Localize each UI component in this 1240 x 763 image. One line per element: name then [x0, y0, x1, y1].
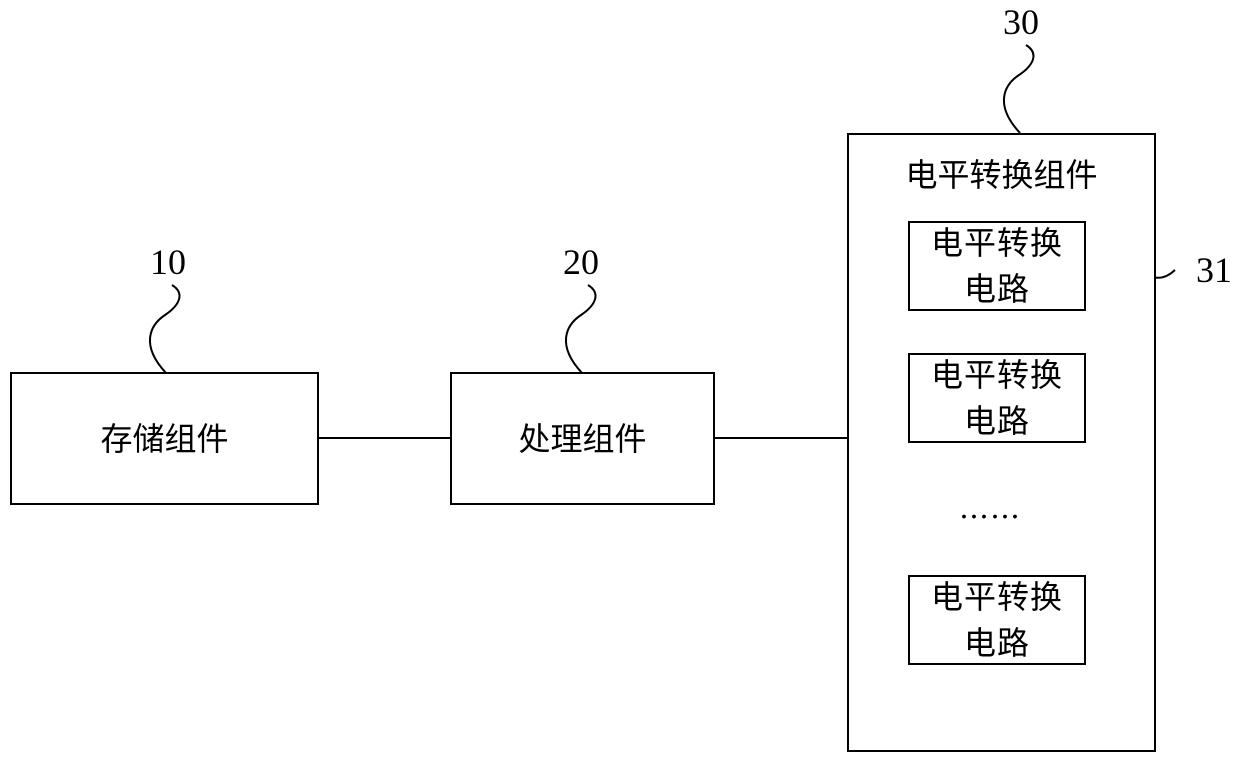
circuit-label-line1: 电平转换 [931, 352, 1063, 398]
storage-ref-number: 10 [150, 244, 186, 280]
circuit-label-line2: 电路 [964, 620, 1030, 666]
processing-component-box: 处理组件 [450, 372, 715, 505]
circuit-ellipsis: …… [959, 494, 1021, 524]
level-shift-circuit: 电平转换 电路 [908, 575, 1086, 665]
level-shift-component-label: 电平转换组件 [849, 159, 1154, 191]
processing-component-label: 处理组件 [452, 423, 713, 455]
circuit-ref-number: 31 [1196, 252, 1232, 288]
leader-20 [566, 285, 596, 373]
processing-ref-number: 20 [563, 244, 599, 280]
circuit-label-line2: 电路 [964, 398, 1030, 444]
level-shift-circuit: 电平转换 电路 [908, 221, 1086, 311]
storage-component-label: 存储组件 [12, 423, 317, 455]
leader-30 [1004, 45, 1034, 133]
leader-10 [150, 285, 180, 373]
level-shift-circuit: 电平转换 电路 [908, 353, 1086, 443]
level-shift-ref-number: 30 [1003, 4, 1039, 40]
circuit-label-line1: 电平转换 [931, 220, 1063, 266]
storage-component-box: 存储组件 [10, 372, 319, 505]
circuit-label-line2: 电路 [964, 266, 1030, 312]
circuit-label-line1: 电平转换 [931, 574, 1063, 620]
